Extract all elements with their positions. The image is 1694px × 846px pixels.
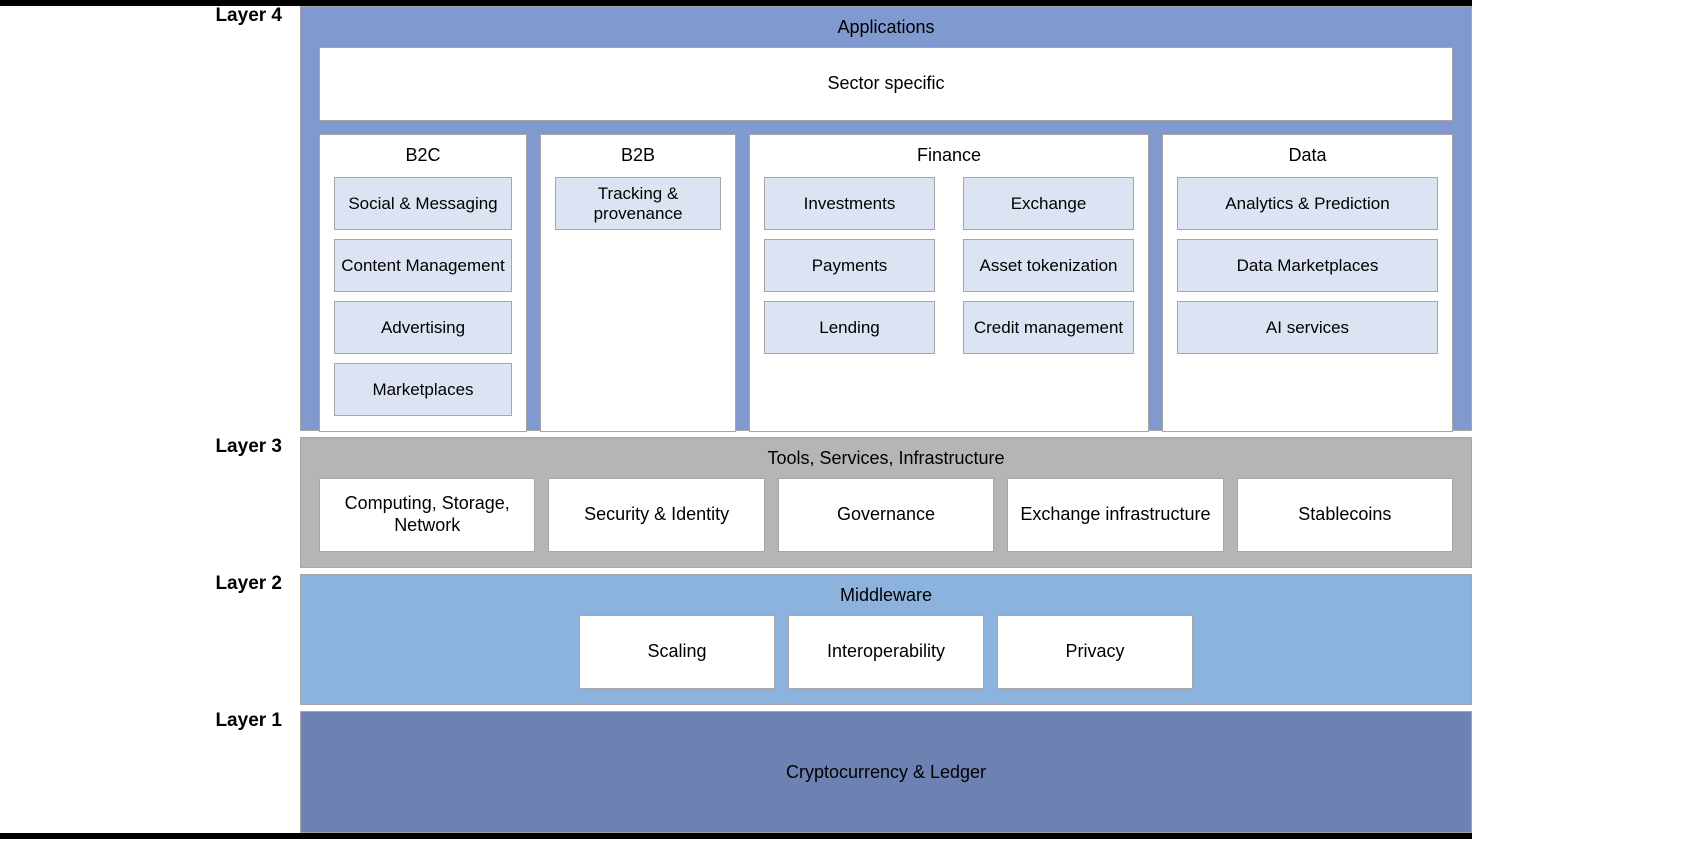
chip-payments[interactable]: Payments — [764, 239, 935, 293]
tile-governance[interactable]: Governance — [777, 477, 995, 552]
category-items-data: Analytics & Prediction Data Marketplaces… — [1177, 177, 1438, 355]
chip-data-marketplaces[interactable]: Data Marketplaces — [1177, 239, 1438, 293]
layer-row-2: Layer 2 Middleware Scaling Interoperabil… — [0, 573, 1472, 705]
category-title-b2c: B2C — [405, 144, 441, 165]
layer-row-4: Layer 4 Applications Sector specific B2C… — [0, 5, 1472, 432]
finance-items-left: Investments Payments Lending — [764, 177, 935, 355]
chip-tracking-provenance[interactable]: Tracking & provenance — [555, 177, 721, 231]
layer2-tile-strip: Scaling Interoperability Privacy — [319, 614, 1453, 689]
category-column-data: Data Analytics & Prediction Data Marketp… — [1162, 133, 1453, 432]
tile-scaling[interactable]: Scaling — [579, 614, 775, 689]
layer-label-3: Layer 3 — [215, 436, 282, 457]
layer-row-3: Layer 3 Tools, Services, Infrastructure … — [0, 436, 1472, 568]
category-column-b2b: B2B Tracking & provenance — [540, 133, 736, 432]
top-rule — [0, 0, 1472, 6]
finance-items-right: Exchange Asset tokenization Credit manag… — [963, 177, 1134, 355]
chip-exchange[interactable]: Exchange — [963, 177, 1134, 231]
chip-investments[interactable]: Investments — [764, 177, 935, 231]
chip-marketplaces[interactable]: Marketplaces — [334, 363, 512, 417]
application-category-strip: B2C Social & Messaging Content Managemen… — [319, 133, 1453, 432]
sector-specific-box[interactable]: Sector specific — [319, 46, 1453, 121]
chip-lending[interactable]: Lending — [764, 301, 935, 355]
category-title-finance: Finance — [916, 144, 982, 165]
tile-security-identity[interactable]: Security & Identity — [548, 477, 765, 552]
chip-analytics-prediction[interactable]: Analytics & Prediction — [1177, 177, 1438, 231]
layer-body-cryptocurrency-ledger: Cryptocurrency & Ledger — [300, 711, 1472, 833]
chip-ai-services[interactable]: AI services — [1177, 301, 1438, 355]
tile-interoperability[interactable]: Interoperability — [788, 614, 984, 689]
category-column-finance: Finance Investments Payments Lending Exc… — [749, 133, 1149, 432]
layer-body-tools-services-infrastructure: Tools, Services, Infrastructure Computin… — [300, 437, 1472, 568]
chip-asset-tokenization[interactable]: Asset tokenization — [963, 239, 1134, 293]
layer-title-tools-services-infrastructure: Tools, Services, Infrastructure — [767, 448, 1005, 468]
layer-title-middleware: Middleware — [839, 585, 933, 605]
tile-computing-storage-network[interactable]: Computing, Storage, Network — [319, 477, 536, 552]
chip-advertising[interactable]: Advertising — [334, 301, 512, 355]
category-items-b2b: Tracking & provenance — [555, 177, 721, 231]
category-items-b2c: Social & Messaging Content Management Ad… — [334, 177, 512, 417]
layer-label-2: Layer 2 — [215, 573, 282, 594]
layer-title-cryptocurrency-ledger: Cryptocurrency & Ledger — [785, 761, 987, 782]
chip-credit-management[interactable]: Credit management — [963, 301, 1134, 355]
layer3-tile-strip: Computing, Storage, Network Security & I… — [319, 477, 1454, 552]
tile-exchange-infrastructure[interactable]: Exchange infrastructure — [1007, 477, 1224, 552]
category-title-b2b: B2B — [620, 144, 656, 165]
layer-row-1: Layer 1 Cryptocurrency & Ledger — [0, 710, 1472, 833]
tile-stablecoins[interactable]: Stablecoins — [1236, 477, 1454, 552]
category-items-finance: Investments Payments Lending Exchange As… — [764, 177, 1134, 355]
category-column-b2c: B2C Social & Messaging Content Managemen… — [319, 133, 527, 432]
layer-label-1: Layer 1 — [215, 710, 282, 731]
chip-content-management[interactable]: Content Management — [334, 239, 512, 293]
tile-privacy[interactable]: Privacy — [997, 614, 1193, 689]
layer-label-4: Layer 4 — [215, 5, 282, 26]
layer-body-middleware: Middleware Scaling Interoperability Priv… — [300, 574, 1472, 705]
layer-title-applications: Applications — [837, 17, 935, 37]
bottom-rule — [0, 833, 1472, 839]
category-title-data: Data — [1288, 144, 1327, 165]
layer-body-applications: Applications Sector specific B2C Social … — [300, 6, 1472, 432]
chip-social-messaging[interactable]: Social & Messaging — [334, 177, 512, 231]
